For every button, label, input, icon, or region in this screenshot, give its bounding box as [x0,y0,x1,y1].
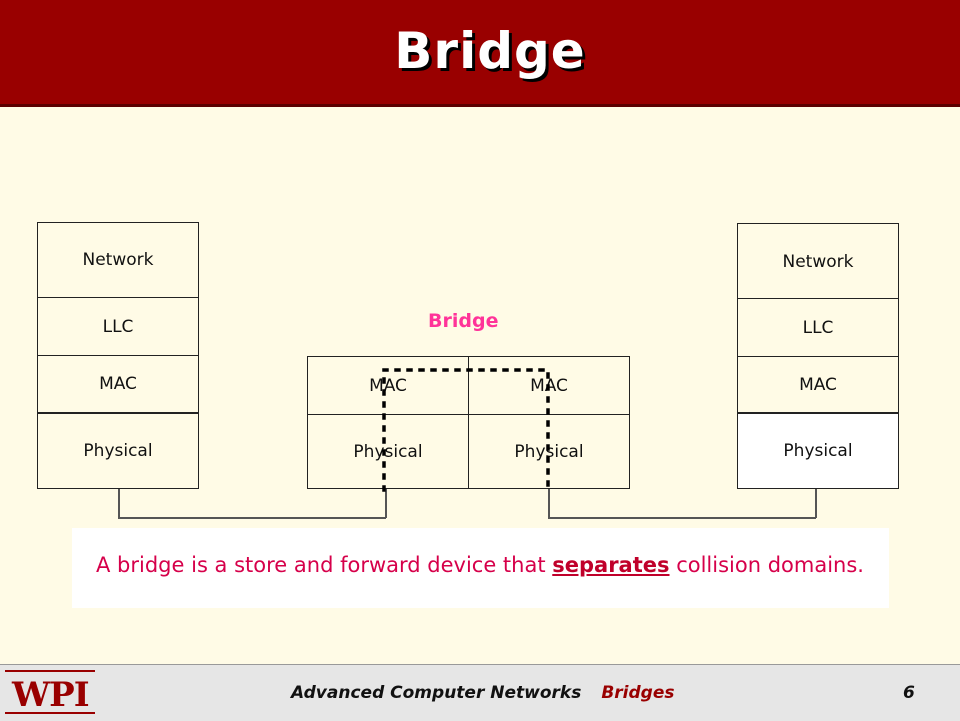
caption-text: A bridge is a store and forward device t… [0,553,960,577]
caption-emphasis: separates [552,553,670,577]
bridge-left-mac-layer: MAC [307,356,469,415]
caption-text-before: A bridge is a store and forward device t… [96,553,553,577]
caption-panel [72,528,889,608]
footer-course-name: Advanced Computer Networks [291,683,582,703]
page-number: 6 [903,683,915,703]
right-mac-layer: MAC [737,356,899,414]
left-wire-rise [385,489,387,518]
left-wire-drop [118,489,120,518]
left-segment-wire [118,517,386,519]
right-wire-rise [815,489,817,518]
right-llc-layer: LLC [737,298,899,357]
right-network-layer: Network [737,223,899,300]
logo-bottom-rule [5,712,95,714]
left-physical-layer: Physical [37,413,199,489]
wpi-logo: WPI [12,675,90,715]
footer-bar [0,664,960,721]
left-mac-layer: MAC [37,355,199,414]
right-wire-drop [548,489,550,518]
slide-title: Bridge [394,22,586,80]
right-segment-wire [548,517,816,519]
bridge-left-physical-layer: Physical [307,414,469,489]
footer-section: Bridges [601,683,675,703]
footer-course: Advanced Computer Networks Bridges [291,683,674,703]
caption-text-after: collision domains. [669,553,864,577]
right-physical-layer: Physical [737,413,899,489]
left-llc-layer: LLC [37,297,199,356]
bridge-label: Bridge [428,310,499,332]
forwarding-path-dots [382,368,550,492]
logo-top-rule [5,670,95,672]
title-bar [0,0,960,107]
